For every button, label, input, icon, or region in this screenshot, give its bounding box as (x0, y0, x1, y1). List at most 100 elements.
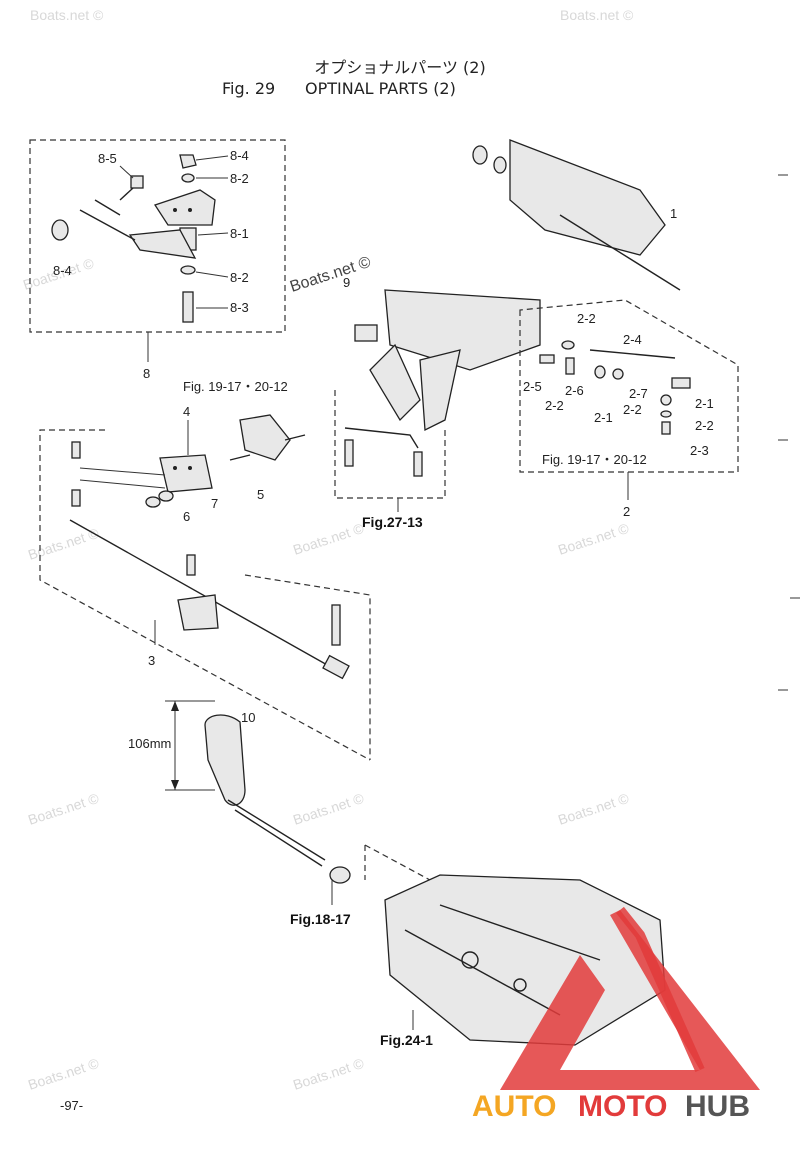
watermark: Boats.net © (291, 790, 366, 828)
logo-triangle (500, 910, 760, 1090)
watermark: Boats.net © (30, 7, 104, 23)
callout-9: 9 (343, 275, 350, 290)
bracket-hole (188, 208, 192, 212)
bolt-8-5-shank (119, 187, 134, 201)
dimension-106mm (165, 700, 215, 791)
shaft-10b (234, 809, 323, 867)
engine-bracket (384, 289, 541, 371)
grip-10 (204, 714, 246, 806)
automotohub-logo: AUTO MOTO HUB (472, 906, 760, 1123)
arm-8 (128, 229, 197, 259)
watermark: Boats.net © (560, 7, 634, 23)
watermark: Boats.net © (26, 525, 101, 563)
fig-number: Fig. 29 (222, 79, 275, 98)
bracket-hole (173, 208, 177, 212)
group-8-parts (51, 154, 216, 323)
washer-2-2b (660, 410, 672, 418)
cowling-leader (364, 844, 431, 881)
group-3-parts (69, 441, 350, 680)
ref-fig-18-17: Fig.18-17 (290, 911, 351, 927)
group-2-parts (539, 340, 691, 435)
bolt-2-3 (661, 421, 671, 435)
ref-fig-19-17-b: Fig. 19-17・20-12 (542, 452, 647, 467)
group-8-box (29, 139, 286, 333)
callout-2-5: 2-5 (523, 379, 542, 394)
callout-5: 5 (257, 487, 264, 502)
bolt-3c (186, 554, 196, 576)
lever-right (419, 349, 461, 432)
callout-8-5: 8-5 (98, 151, 117, 166)
callout-6: 6 (183, 509, 190, 524)
callout-2: 2 (623, 504, 630, 519)
cable-2-4 (589, 349, 676, 359)
group-3-box-right (244, 574, 371, 760)
nut-2-7 (612, 368, 624, 380)
ref-fig-19-17-a: Fig. 19-17・20-12 (183, 379, 288, 394)
bolt-3a (71, 441, 81, 459)
joint-5 (239, 414, 291, 461)
bolt-8-5 (130, 175, 144, 189)
part-5-assembly (229, 414, 306, 461)
bolt-2-5 (539, 354, 555, 364)
callout-10: 10 (241, 710, 255, 725)
callout-2-7: 2-7 (629, 386, 648, 401)
handle-body (509, 139, 666, 256)
group-3-box-left (39, 429, 371, 761)
washer-2-2 (561, 340, 575, 350)
watermark: Boats.net © (291, 1055, 366, 1093)
callout-2-1a: 2-1 (594, 410, 613, 425)
title-japanese: オプショナルパーツ (2) (314, 58, 485, 77)
callout-7: 7 (211, 496, 218, 511)
callout-2-4: 2-4 (623, 332, 642, 347)
callout-2-2d: 2-2 (695, 418, 714, 433)
bolt-3d (331, 604, 341, 646)
dimension-label: 106mm (128, 736, 171, 751)
bracket-8 (153, 189, 216, 226)
callout-2-1b: 2-1 (695, 396, 714, 411)
pin-2-6 (565, 357, 575, 375)
callout-3: 3 (148, 653, 155, 668)
callout-8-3: 8-3 (230, 300, 249, 315)
part-10-tiller (204, 714, 351, 884)
watermark: Boats.net © (26, 790, 101, 828)
joint-link (284, 434, 306, 441)
group-2-box (519, 299, 739, 473)
cowling-body (384, 874, 666, 1046)
remote-mechanism (354, 289, 541, 432)
callout-8-2b: 8-2 (230, 270, 249, 285)
watermark: Boats.net © (26, 1055, 101, 1093)
guide-line (94, 199, 121, 216)
link-rod (344, 427, 419, 449)
bolt-8-3 (182, 291, 194, 323)
handle-nut (472, 145, 488, 165)
watermark: Boats.net © (556, 520, 631, 558)
collar-2-1 (594, 365, 606, 379)
nut-8-4 (179, 154, 197, 169)
link-bolt (344, 439, 354, 467)
watermark: Boats.net © (291, 520, 366, 558)
logo-moto: MOTO (578, 1090, 667, 1123)
bolt-3b (71, 489, 81, 507)
nut-7 (158, 490, 174, 502)
link-bolt-2 (413, 451, 423, 477)
watermark: Boats.net © (556, 790, 631, 828)
handle-washer (493, 156, 507, 174)
washer-8-2 (181, 173, 195, 183)
callout-1: 1 (670, 206, 677, 221)
page-number: -97- (60, 1098, 83, 1113)
callout-8-2: 8-2 (230, 171, 249, 186)
ref-fig-27-13: Fig.27-13 (362, 514, 423, 530)
callout-8-1: 8-1 (230, 226, 249, 241)
part-1-handle (472, 139, 681, 291)
fig-27-13-box (334, 390, 446, 499)
fig-27-13-parts (344, 427, 423, 477)
handle-rod (559, 214, 681, 291)
washer-6 (145, 496, 161, 508)
callout-2-2b: 2-2 (545, 398, 564, 413)
bracket-4 (159, 454, 213, 493)
callout-2-6: 2-6 (565, 383, 584, 398)
callout-8-4b: 8-4 (53, 263, 72, 278)
bottom-cowling (384, 874, 666, 1046)
callout-2-3: 2-3 (690, 443, 709, 458)
